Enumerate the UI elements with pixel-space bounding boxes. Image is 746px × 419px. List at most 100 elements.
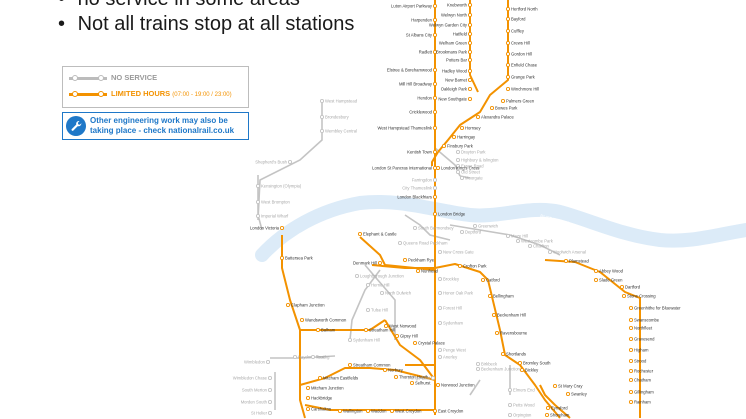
station-dot-norbury — [382, 367, 388, 373]
station-dot-palmers-green — [500, 98, 506, 104]
station-dot-wallington — [337, 408, 343, 414]
station-label-tooting: Tooting — [316, 354, 330, 359]
station-label-rochester: Rochester — [634, 368, 654, 373]
station-dot-crofton-park — [457, 263, 463, 269]
station-label-cricklewood: Cricklewood — [409, 109, 432, 114]
station-label-west-brompton: West Brompton — [261, 199, 290, 204]
station-dot-anerley — [437, 354, 443, 360]
map-key: NO SERVICE LIMITED HOURS (07:00 - 19:00 … — [62, 66, 249, 108]
station-label-mitcham-eastfields: Mitcham Eastfields — [323, 375, 358, 380]
station-label-west-hampstead: West Hampstead Thameslink — [377, 125, 432, 130]
station-dot-wandsworth — [299, 317, 305, 323]
station-label-blackfriars: London Blackfriars — [397, 194, 432, 199]
station-dot-oakleigh-park — [467, 86, 473, 92]
station-label-bickley: Bickley — [525, 367, 539, 372]
station-label-honor-oak: Honor Oak Park — [443, 290, 474, 295]
station-label-elstree: Elstree & Borehamwood — [387, 67, 433, 72]
station-dot-east-croydon — [432, 408, 438, 414]
station-label-finsbury-park: Finsbury Park — [447, 143, 474, 148]
station-label-woolwich-arsenal: Woolwich Arsenal — [553, 249, 586, 254]
station-label-welwyn-gc: Welwyn Garden City — [429, 22, 468, 27]
station-dot-grange-park — [505, 74, 511, 80]
station-label-bayford: Bayford — [511, 16, 526, 21]
station-label-london-bridge: London Bridge — [438, 211, 466, 216]
wrench-icon — [66, 116, 86, 136]
station-label-south-bermondsey: South Bermondsey — [418, 225, 455, 230]
station-dot-hendon — [432, 95, 438, 101]
station-label-crofton-park: Crofton Park — [463, 263, 487, 268]
station-label-westcombe-park: Westcombe Park — [521, 238, 554, 243]
river-thames: RIVER THAMES RIVER THAMES — [255, 194, 746, 262]
station-dot-wimbledon-chase — [267, 375, 273, 381]
station-label-bromley-south: Bromley South — [523, 360, 551, 365]
station-label-east-croydon: East Croydon — [438, 408, 464, 413]
station-label-crews-hill: Crews Hill — [511, 40, 530, 45]
station-label-penge-west: Penge West — [443, 347, 467, 352]
limited-hours-detail: (07:00 - 19:00 / 23:00) — [172, 92, 232, 98]
station-dot-st-albans-city — [432, 32, 438, 38]
station-dot-orpington — [507, 412, 513, 418]
station-label-kilburn: Brondesbury — [325, 114, 350, 119]
station-dot-penge-east — [430, 375, 436, 381]
station-dot-catford — [480, 277, 486, 283]
station-label-moorgate: Moorgate — [465, 175, 483, 180]
no-service-label: NO SERVICE — [111, 73, 158, 82]
station-label-gordon-hill: Gordon Hill — [511, 51, 532, 56]
station-label-alexandra-palace: Alexandra Palace — [481, 114, 514, 119]
station-dot-northfleet — [628, 325, 634, 331]
station-label-greenwich: Greenwich — [478, 223, 499, 228]
note-stopping: • Not all trains stop at all stations — [58, 13, 354, 36]
station-dot-morden-south — [267, 399, 273, 405]
station-dot-kensington-olympia — [255, 183, 261, 189]
station-dot-west-norwood — [383, 323, 389, 329]
station-label-rainham: Rainham — [634, 399, 651, 404]
station-dot-knebworth — [467, 2, 473, 8]
station-dot-tulse-hill — [365, 307, 371, 313]
station-dot-rochester — [628, 368, 634, 374]
station-dot-selhurst — [409, 380, 415, 386]
station-label-potters-bar: Potters Bar — [446, 57, 468, 62]
station-label-balham: Balham — [321, 327, 336, 332]
station-dot-hackbridge — [305, 395, 311, 401]
station-dot-mitcham-junction — [305, 385, 311, 391]
station-dot-mitcham-eastfields — [317, 375, 323, 381]
station-label-hornsey: Hornsey — [465, 125, 481, 130]
station-dot-kentish-town — [432, 149, 438, 155]
station-label-herne-hill: Herne Hill — [371, 282, 389, 287]
station-dot-gipsy-hill — [394, 333, 400, 339]
station-label-st-mary-cray: St Mary Cray — [558, 383, 583, 388]
station-dot-finsbury-park — [441, 143, 447, 149]
station-dot-wembley-central — [319, 128, 325, 134]
station-dot-icon — [98, 75, 104, 81]
station-dot-new-southgate — [467, 96, 473, 102]
station-dot-ravensbourne — [494, 330, 500, 336]
limited-hours-title: LIMITED HOURS — [111, 89, 171, 98]
station-label-new-southgate: New Southgate — [438, 96, 467, 101]
station-dot-shoreham — [544, 412, 550, 418]
station-label-streatham-hill: Streatham Hill — [369, 327, 395, 332]
station-dot-gravesend — [628, 336, 634, 342]
station-dot-moorgate — [459, 175, 465, 181]
station-label-shoreham: Shoreham — [550, 412, 570, 417]
station-label-essex-road: Essex Road — [461, 163, 484, 168]
limited-hours-swatch — [69, 91, 107, 97]
station-dot-elmers-end — [507, 387, 513, 393]
station-label-ravensbourne: Ravensbourne — [500, 330, 528, 335]
station-label-new-cross-gate: New Cross Gate — [443, 249, 474, 254]
station-dot-gillingham — [628, 389, 634, 395]
engineering-info-text: Other engineering work may also be takin… — [90, 116, 235, 135]
station-dot-west-brompton — [255, 199, 261, 205]
station-dot-streatham-hill — [363, 327, 369, 333]
station-label-brookmans-park: Brookmans Park — [436, 49, 468, 54]
station-dot-radlett — [432, 49, 438, 55]
station-dot-beckenham-hill — [491, 312, 497, 318]
station-dot-crews-hill — [505, 40, 511, 46]
station-label-farringdon: Farringdon — [412, 177, 433, 182]
station-label-peckham-rye: Peckham Rye — [408, 257, 435, 262]
station-dot-plumstead — [563, 258, 569, 264]
station-label-catford: Catford — [486, 277, 500, 282]
station-dot-greenhithe — [628, 305, 634, 311]
station-label-kentish-town: Kentish Town — [407, 149, 433, 154]
